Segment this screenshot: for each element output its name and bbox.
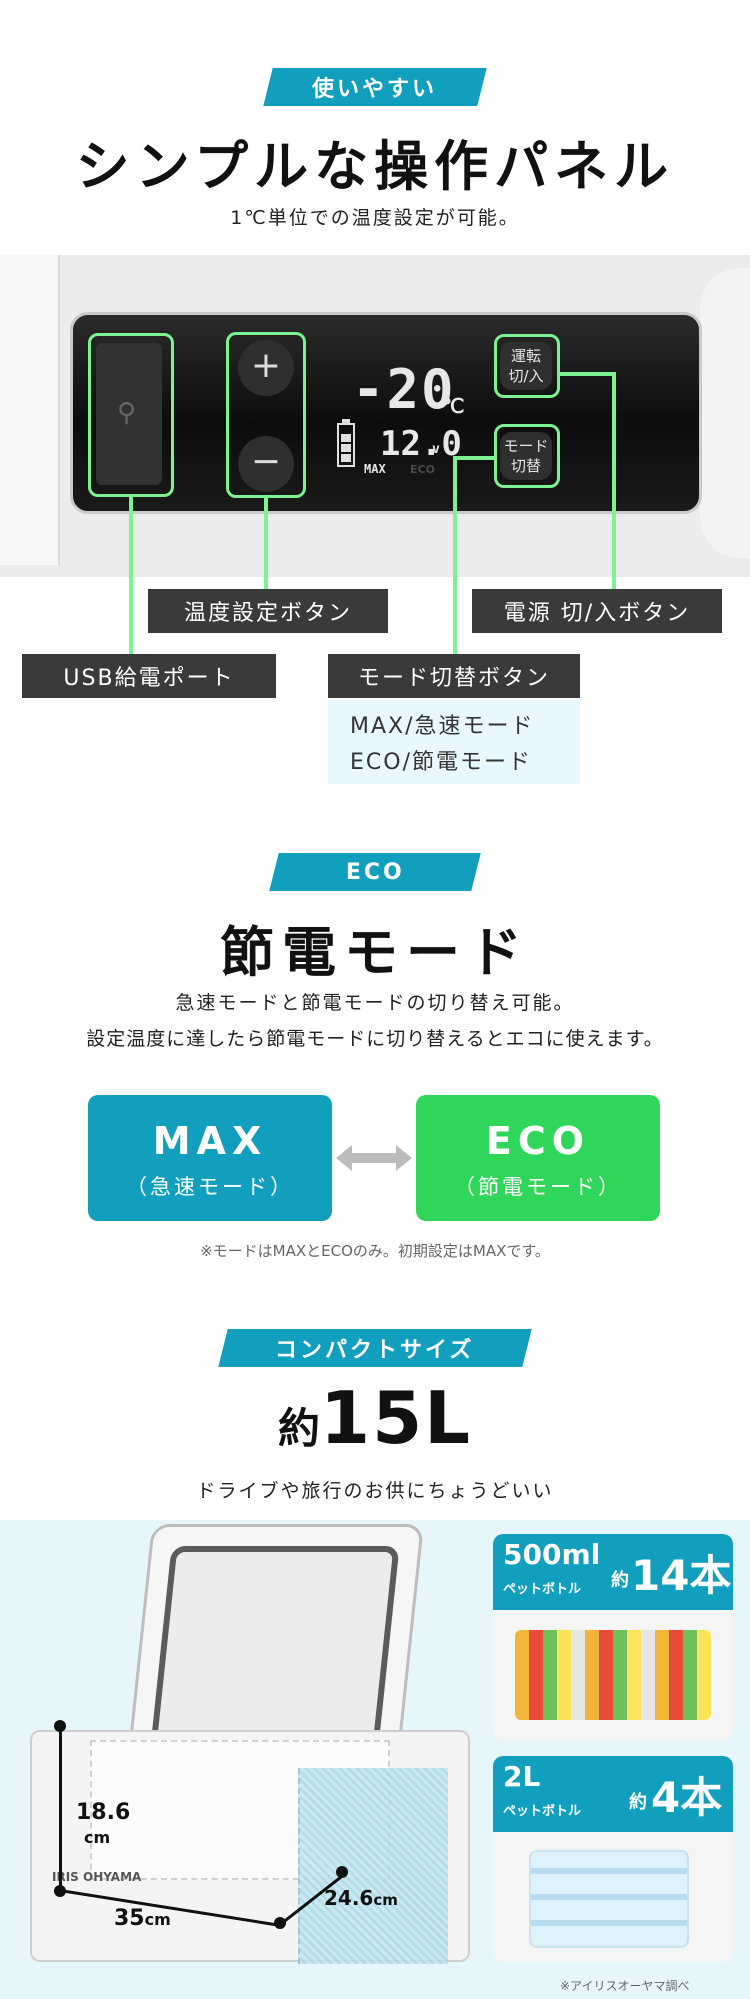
width-dimension: 35cm (114, 1906, 171, 1931)
power-button-highlight (494, 334, 560, 398)
temp-buttons-highlight (226, 332, 306, 498)
height-dimension-line (59, 1727, 62, 1892)
mode-card-eco: ECO （節電モード） (416, 1095, 660, 1221)
panel-photo-edge (0, 255, 60, 565)
usb-icon: ⚲ (117, 398, 137, 428)
section-tag-compact-text: コンパクトサイズ (275, 1338, 475, 1363)
page-title: シンプルな操作パネル (75, 135, 675, 198)
mode-switch-button[interactable]: モード 切替 (500, 432, 552, 480)
capacity-subtitle: ドライブや旅行のお供にちょうどいい (196, 1480, 554, 1502)
brand-logo: IRIS OHYAMA (52, 1870, 142, 1884)
mode-eco-text: ECO/節電モード (350, 750, 532, 775)
mode-max-text: MAX/急速モード (350, 714, 535, 739)
mode-connector-vertical (453, 456, 457, 656)
usb-connector-line (129, 497, 133, 657)
inset-2l-header (493, 1756, 733, 1832)
height-value: 18.6 (76, 1800, 131, 1825)
mode-connector-horizontal (453, 456, 495, 460)
depth-dimension: 24.6cm (324, 1886, 398, 1910)
inset-2l-prefix: 約 (629, 1792, 647, 1813)
mode-description-box (328, 700, 580, 784)
inset-2l-kind: ペットボトル (503, 1804, 582, 1819)
capacity-title: 約15L (0, 1376, 750, 1460)
display-max-indicator: MAX (364, 462, 386, 476)
compressor-area (298, 1768, 448, 1964)
inset-2l-count: 4本 (651, 1773, 723, 1822)
section-tag-eco-text: ECO (345, 859, 405, 885)
control-panel (70, 312, 702, 514)
display-temp-unit: ℃ (442, 394, 465, 418)
section-tag-easy: 使いやすい (263, 68, 487, 106)
usb-port-highlight (88, 333, 174, 497)
double-arrow-icon (336, 1145, 412, 1171)
depth-unit: cm (373, 1891, 398, 1909)
minus-button[interactable]: − (238, 436, 294, 492)
panel-photo-right (700, 268, 750, 558)
label-power-button: 電源 切/入ボタン (472, 589, 722, 633)
dimension-dot (54, 1720, 66, 1732)
label-usb-port: USB給電ポート (22, 654, 276, 698)
inset-500ml-size: 500ml (503, 1538, 601, 1571)
display-eco-indicator: ECO (410, 463, 435, 476)
inset-2l-size: 2L (503, 1760, 541, 1793)
power-button[interactable]: 運転 切/入 (500, 342, 552, 390)
mode-card-max: MAX （急速モード） (88, 1095, 332, 1221)
section-tag-eco: ECO (269, 853, 481, 891)
temp-connector-line (264, 498, 268, 590)
mode-card-max-title: MAX (152, 1119, 268, 1163)
plus-button[interactable]: + (238, 340, 294, 396)
eco-description-line2: 設定温度に達したら節電モードに切り替えるとエコに使えます。 (86, 1028, 664, 1050)
inset-500ml-prefix: 約 (611, 1570, 629, 1591)
power-connector-horizontal (560, 372, 616, 376)
mode-card-eco-title: ECO (485, 1119, 591, 1163)
survey-credit: ※アイリスオーヤマ調べ (560, 1979, 690, 1993)
inset-500ml-kind: ペットボトル (503, 1582, 582, 1597)
capacity-value: 15L (319, 1376, 473, 1460)
inset-2l-bottles (529, 1850, 689, 1948)
usb-port (96, 343, 162, 485)
mode-button-highlight (494, 424, 560, 488)
section-tag-compact: コンパクトサイズ (218, 1329, 532, 1367)
page-subtitle: 1℃単位での温度設定が可能。 (230, 207, 520, 229)
label-mode-button: モード切替ボタン (328, 654, 580, 698)
width-unit: cm (144, 1910, 171, 1929)
inset-500ml-count: 14本 (631, 1551, 732, 1600)
section-tag-easy-text: 使いやすい (312, 77, 438, 102)
mode-card-eco-subtitle: （節電モード） (454, 1175, 622, 1199)
label-temp-button: 温度設定ボタン (148, 589, 388, 633)
inset-500ml: 500ml ペットボトル 約 14本 (493, 1534, 733, 1740)
depth-value: 24.6 (324, 1886, 374, 1910)
width-value: 35 (114, 1906, 145, 1931)
inset-2l: 2L ペットボトル 約 4本 (493, 1756, 733, 1962)
inset-500ml-bottles (515, 1630, 711, 1720)
eco-description-line1: 急速モードと節電モードの切り替え可能。 (175, 992, 575, 1014)
inset-500ml-header (493, 1534, 733, 1610)
mode-note: ※モードはMAXとECOのみ。初期設定はMAXです。 (200, 1242, 550, 1260)
dimension-dot (336, 1866, 348, 1878)
power-connector-vertical (612, 372, 616, 590)
mode-card-max-subtitle: （急速モード） (126, 1175, 294, 1199)
height-unit: cm (84, 1828, 111, 1847)
display-voltage-unit: v (432, 442, 440, 457)
display-temperature: -20 (352, 358, 456, 421)
battery-icon (337, 419, 355, 467)
display-voltage: 12.0 (380, 424, 462, 464)
capacity-prefix: 約 (277, 1404, 320, 1453)
eco-title: 節電モード (220, 921, 530, 984)
